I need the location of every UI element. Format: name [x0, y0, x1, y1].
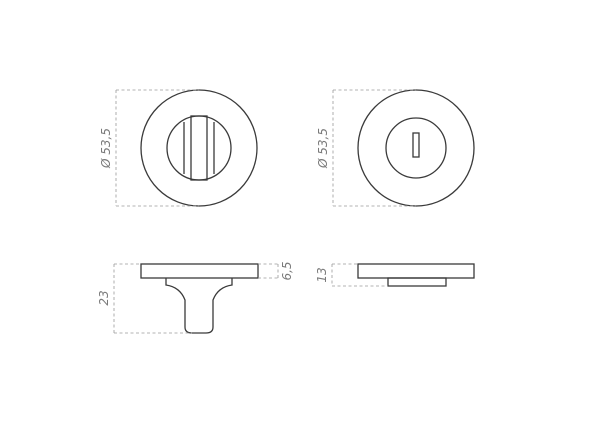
side-view-thumbturn: 23 6,5	[97, 261, 294, 334]
dim-label-indicator-diameter: Ø 53,5	[316, 128, 330, 169]
indicator-back-plate	[387, 277, 447, 287]
dim-label-indicator-height: 13	[315, 267, 329, 282]
front-view-indicator: Ø 53,5	[316, 89, 475, 207]
indicator-rose-outer-circle	[357, 89, 475, 207]
thumbturn-rose-outer-circle	[140, 89, 258, 207]
thumbturn-rose-inner-circle	[166, 115, 232, 181]
front-view-thumbturn: Ø 53,5	[99, 89, 258, 207]
indicator-slot	[412, 132, 420, 158]
dim-label-total-height: 23	[97, 290, 111, 305]
thumbturn-knob-profile	[165, 278, 233, 334]
indicator-rose-inner-circle	[385, 117, 447, 179]
thumbturn-rose-plate	[140, 263, 259, 279]
dim-label-rose-height: 6,5	[280, 261, 294, 280]
indicator-rose-plate	[357, 263, 475, 279]
side-view-indicator: 13	[315, 263, 475, 287]
dim-label-thumbturn-diameter: Ø 53,5	[99, 128, 113, 169]
thumbturn-grip-bar	[190, 115, 208, 181]
